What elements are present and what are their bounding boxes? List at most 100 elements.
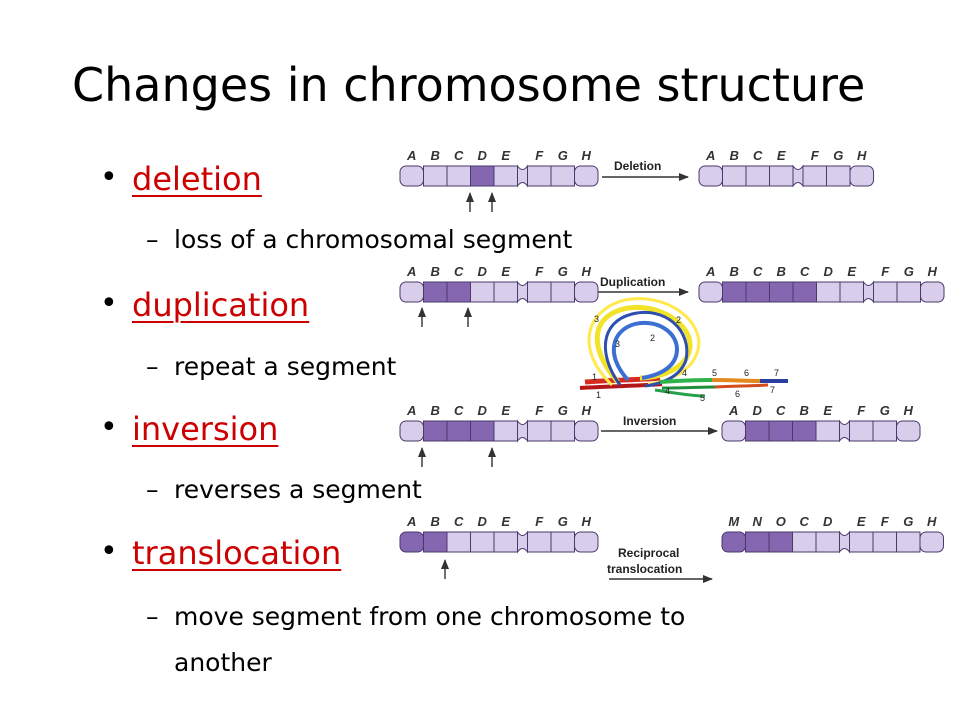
inversion-arrow-label: Inversion — [623, 414, 676, 428]
link-deletion[interactable]: deletion — [132, 160, 262, 198]
segment-label: F — [857, 403, 866, 418]
chromosome-segment — [792, 531, 817, 553]
chromosome-segment — [815, 531, 840, 553]
deletion-arrow-label: Deletion — [614, 159, 661, 173]
centromere — [517, 419, 528, 443]
segment-label: H — [927, 514, 937, 529]
segment-label: D — [478, 264, 488, 279]
segment-label: D — [823, 514, 833, 529]
segment-label: E — [501, 148, 510, 163]
chromosome-segment — [721, 420, 746, 442]
chromosome-segment — [446, 281, 471, 303]
dash: – — [146, 352, 159, 381]
chromosome-segment — [527, 165, 552, 187]
segment-label: E — [847, 264, 856, 279]
segment-label: B — [431, 264, 440, 279]
segment-label: F — [881, 514, 890, 529]
segment-label: E — [857, 514, 866, 529]
chromosome-segment — [493, 281, 518, 303]
segment-label: F — [535, 403, 544, 418]
chromosome-segment — [872, 420, 897, 442]
chromosome-segment — [872, 531, 897, 553]
chromosome-segment — [698, 281, 723, 303]
chromosome-segment — [745, 281, 770, 303]
segment-label: A — [705, 264, 715, 279]
bullet-dot: • — [100, 410, 118, 445]
segment-label: G — [903, 514, 913, 529]
segment-label: G — [558, 148, 568, 163]
segment-label: B — [730, 264, 739, 279]
segment-label: E — [823, 403, 832, 418]
loop-num: 2 — [650, 333, 655, 343]
subbullet-text-cont: another — [174, 648, 272, 677]
segment-label: F — [535, 148, 544, 163]
link-inversion[interactable]: inversion — [132, 410, 279, 448]
loop-num: 3 — [615, 339, 620, 349]
segment-label: C — [800, 514, 810, 529]
deletion-arrow: Deletion — [602, 159, 689, 181]
chromosome-segment — [745, 420, 770, 442]
centromere — [517, 530, 528, 554]
chromosome-segment — [768, 531, 793, 553]
subbullet-text: move segment from one chromosome to — [174, 602, 686, 631]
chromosome-segment — [470, 281, 495, 303]
centromere — [863, 280, 874, 304]
centromere — [517, 164, 528, 188]
link-translocation[interactable]: translocation — [132, 534, 342, 572]
chromosome-segment — [574, 531, 599, 553]
chromosome-segment — [470, 165, 495, 187]
chromosome-segment — [446, 531, 471, 553]
duplication-markers — [418, 307, 472, 327]
chromosome-segment — [839, 281, 864, 303]
segment-label: M — [728, 514, 740, 529]
segment-label: H — [582, 264, 592, 279]
segment-label: A — [705, 148, 715, 163]
segment-label: H — [928, 264, 938, 279]
segment-label: B — [431, 148, 440, 163]
segment-label: H — [904, 403, 914, 418]
chromosome-segment — [849, 531, 874, 553]
segment-label: G — [558, 514, 568, 529]
segment-label: C — [753, 264, 763, 279]
segment-label: B — [431, 514, 440, 529]
chromosome-segment — [849, 165, 874, 187]
loop-num: 3 — [594, 314, 599, 324]
segment-label: B — [431, 403, 440, 418]
chromosome-segment — [873, 281, 898, 303]
loop-num: 7 — [770, 385, 775, 395]
segment-label: A — [406, 403, 416, 418]
chromosome-segment — [493, 531, 518, 553]
chromosome-segment — [896, 531, 921, 553]
loop-num: 6 — [744, 368, 749, 378]
chromosome-segment — [423, 531, 448, 553]
loop-num: 5 — [712, 368, 717, 378]
chromosome-segment — [722, 281, 747, 303]
segment-label: H — [582, 514, 592, 529]
segment-label: H — [582, 148, 592, 163]
chromosome-segment — [399, 420, 424, 442]
chromosome-segment — [399, 281, 424, 303]
loop-num: 2 — [676, 315, 681, 325]
segment-label: C — [776, 403, 786, 418]
chromosome-segment — [470, 531, 495, 553]
segment-label: E — [501, 403, 510, 418]
chromosome-segment — [470, 420, 495, 442]
chromosome-segment — [815, 420, 840, 442]
segment-label: G — [904, 264, 914, 279]
duplication-arrow-label: Duplication — [600, 275, 665, 289]
chromosome-segment — [423, 165, 448, 187]
chromosome-segment — [399, 531, 424, 553]
segment-label: N — [753, 514, 763, 529]
loop-num: 6 — [735, 389, 740, 399]
segment-label: A — [406, 514, 416, 529]
chromosome-segment — [769, 281, 794, 303]
segment-label: H — [857, 148, 867, 163]
chromosome-segment — [792, 281, 817, 303]
link-duplication[interactable]: duplication — [132, 286, 310, 324]
segment-label: G — [833, 148, 843, 163]
subbullet-text: repeat a segment — [174, 352, 397, 381]
segment-label: G — [880, 403, 890, 418]
